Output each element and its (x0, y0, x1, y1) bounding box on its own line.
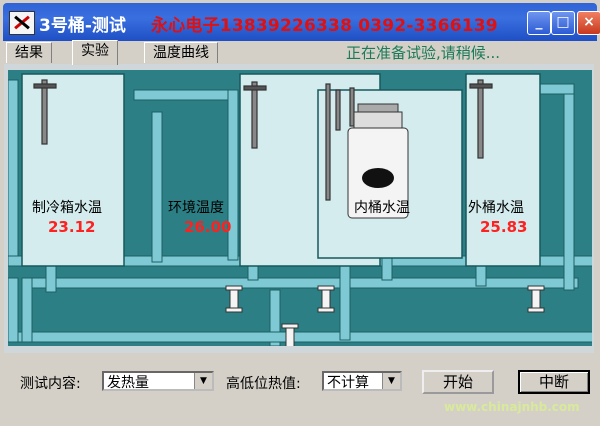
inner-probe-icon (349, 87, 355, 127)
calorific-value-value: 不计算 (327, 375, 369, 391)
valve-icon (317, 307, 335, 313)
watermark: www.chinajnhb.com (444, 400, 580, 414)
inner-tank-label: 内桶水温 (354, 200, 410, 216)
valve-icon (285, 325, 295, 349)
stop-button[interactable]: 中断 (518, 370, 590, 394)
valve-icon (225, 307, 243, 313)
environment-value: 26.00 (184, 218, 231, 236)
outer-tank-value: 25.83 (480, 218, 527, 236)
test-content-value: 发热量 (107, 375, 149, 391)
system-diagram-svg: 制冷箱水温 23.12 环境温度 26.00 内桶水温 外桶水温 25.83 (7, 73, 595, 349)
outer-tank-label: 外桶水温 (468, 200, 524, 216)
refrigeration-value: 23.12 (48, 218, 95, 236)
title-bar[interactable]: 3号桶-测试 永心电子13839226338 0392-3366139 _ □ … (3, 3, 600, 41)
pipe-bottom-lower (21, 277, 579, 289)
test-content-label: 测试内容: (20, 376, 81, 392)
calorific-value-select[interactable]: 不计算 ▼ (322, 371, 402, 391)
tab-bar: 结果 实验 温度曲线 (4, 40, 596, 65)
outer-thermometer-icon (477, 79, 484, 159)
pipe-ref-right (151, 111, 163, 263)
environment-thermometer-icon (251, 81, 258, 149)
pipe-top-left-connector (133, 89, 239, 101)
pipe-env-left (227, 89, 239, 261)
environment-probe-icon (243, 85, 267, 91)
refrigeration-thermometer-icon (41, 79, 48, 145)
company-contact: 永心电子13839226338 0392-3366139 (151, 16, 498, 36)
environment-label: 环境温度 (168, 200, 224, 216)
pipe-inner-drop (339, 259, 351, 341)
valve-icon (321, 287, 331, 311)
inner-probe-icon (335, 89, 341, 131)
pipe-bottom-return (7, 331, 595, 343)
chevron-down-icon[interactable]: ▼ (382, 373, 400, 389)
oxygen-bomb-icon (347, 103, 409, 219)
system-diagram: 制冷箱水温 23.12 环境温度 26.00 内桶水温 外桶水温 25.83 (7, 70, 595, 349)
pipe-right-vertical (563, 83, 575, 291)
valve-icon (531, 287, 541, 311)
refrigeration-tank (21, 73, 125, 267)
valve-icon (527, 307, 545, 313)
outer-tank (465, 73, 541, 267)
calorific-value-label: 高低位热值: (226, 376, 301, 392)
valve-icon (527, 285, 545, 291)
maximize-button[interactable]: □ (551, 11, 575, 35)
status-message: 正在准备试验,请稍候... (346, 44, 501, 62)
close-button[interactable]: × (577, 11, 600, 35)
outer-probe-icon (469, 83, 493, 89)
tab-results[interactable]: 结果 (6, 42, 52, 63)
app-icon (9, 11, 35, 35)
valve-icon (225, 285, 243, 291)
refrigeration-probe-icon (33, 83, 57, 89)
tab-experiment[interactable]: 实验 (72, 40, 118, 65)
control-bar: 测试内容: 发热量 ▼ 高低位热值: 不计算 ▼ 开始 中断 (4, 357, 596, 407)
inner-thermometer-icon (325, 83, 331, 201)
minimize-button[interactable]: _ (527, 11, 551, 35)
valve-icon (317, 285, 335, 291)
valve-icon (281, 323, 299, 329)
pipe-left-vertical (7, 79, 19, 263)
refrigeration-label: 制冷箱水温 (32, 200, 102, 216)
pipe-left-return (7, 277, 19, 343)
tab-temperature-curve[interactable]: 温度曲线 (144, 42, 218, 63)
window-title: 3号桶-测试 (39, 16, 126, 36)
pipe-left-return-2 (21, 277, 33, 343)
start-button[interactable]: 开始 (422, 370, 494, 394)
test-content-select[interactable]: 发热量 ▼ (102, 371, 214, 391)
valve-group (225, 285, 545, 349)
valve-icon (229, 287, 239, 311)
chevron-down-icon[interactable]: ▼ (194, 373, 212, 389)
